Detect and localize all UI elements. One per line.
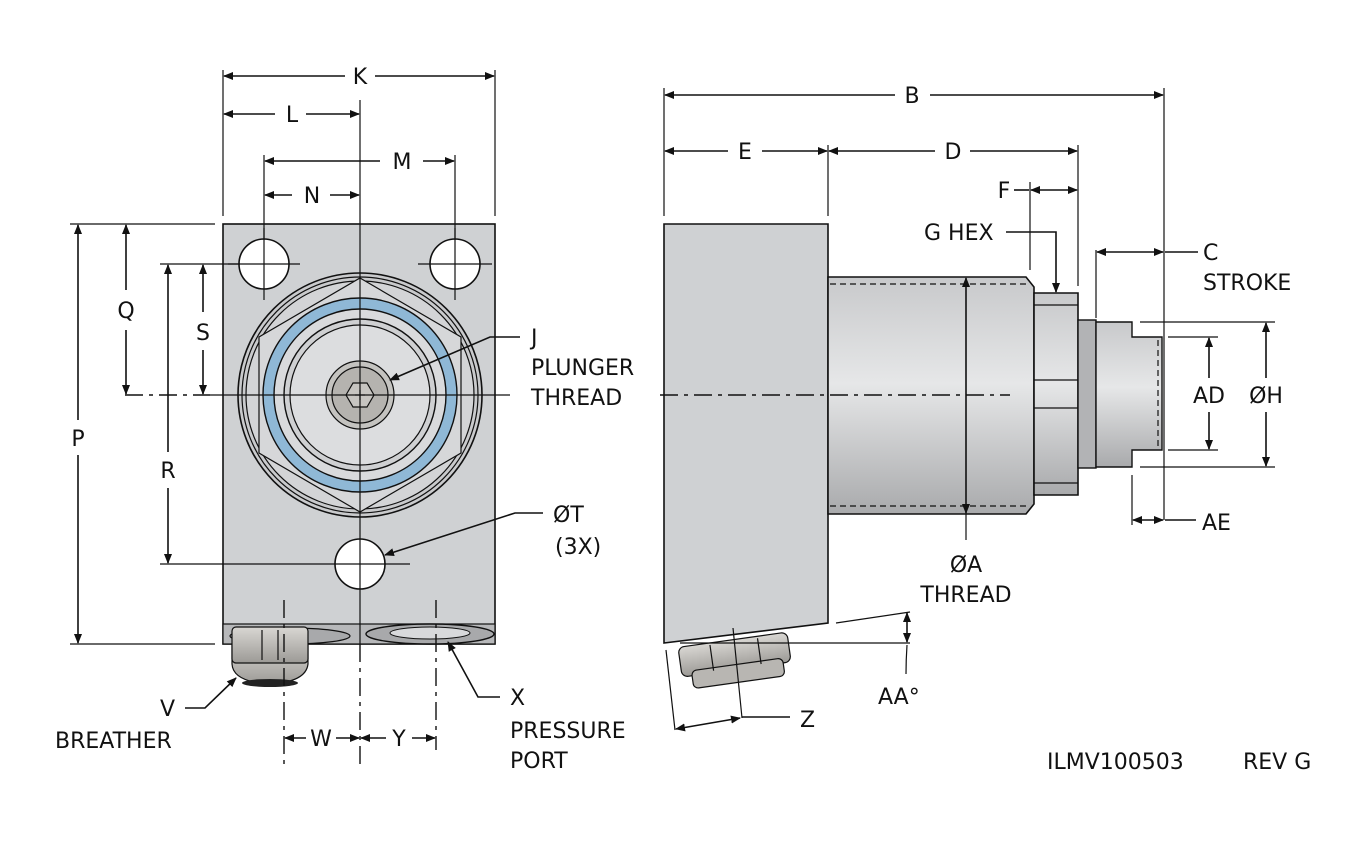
dim-AD: AD (1193, 384, 1225, 409)
dim-F: F (998, 179, 1011, 204)
side-breather (678, 632, 791, 689)
side-view: B E D F G HEX C STROKE AD ØH AE (660, 84, 1291, 733)
dim-P: P (71, 427, 84, 452)
callout-T-qty: (3X) (555, 535, 601, 560)
dim-R: R (160, 459, 175, 484)
dim-K: K (353, 65, 368, 90)
dim-H: ØH (1249, 384, 1283, 409)
callout-V-label: BREATHER (55, 729, 172, 754)
dim-N: N (304, 184, 320, 209)
dim-AE: AE (1202, 511, 1231, 536)
callout-J-line2: THREAD (530, 386, 622, 411)
dim-AA: AA° (878, 685, 920, 710)
dim-S: S (196, 321, 210, 346)
dim-M: M (393, 150, 412, 175)
callout-J-line1: PLUNGER (531, 356, 634, 381)
callout-V-code: V (160, 697, 175, 722)
front-view: K L M N P Q R S W Y (55, 65, 634, 774)
dim-Q: Q (117, 299, 134, 324)
hex-nut (1033, 292, 1079, 496)
dim-W: W (310, 727, 332, 752)
callout-X-code: X (510, 686, 525, 711)
dim-E: E (738, 140, 752, 165)
callout-T-code: ØT (553, 503, 584, 528)
revision: REV G (1243, 750, 1311, 775)
dim-Y: Y (391, 727, 406, 752)
plunger (1095, 321, 1163, 468)
drawing-number: ILMV100503 (1047, 750, 1184, 775)
dim-Z: Z (800, 708, 815, 733)
cylinder-barrel (827, 276, 1035, 515)
dim-L: L (286, 103, 299, 128)
dim-A: ØA (950, 553, 982, 578)
dim-B: B (904, 84, 919, 109)
dim-A-thread: THREAD (919, 583, 1011, 608)
side-body (663, 223, 829, 644)
dim-C: C (1203, 241, 1218, 266)
dim-D: D (945, 140, 962, 165)
callout-X-line1: PRESSURE (510, 719, 626, 744)
dim-G-hex: G HEX (924, 221, 994, 246)
breather (231, 626, 309, 687)
dim-C-stroke: STROKE (1203, 271, 1291, 296)
callout-J-code: J (529, 326, 538, 351)
callout-X-line2: PORT (510, 749, 568, 774)
